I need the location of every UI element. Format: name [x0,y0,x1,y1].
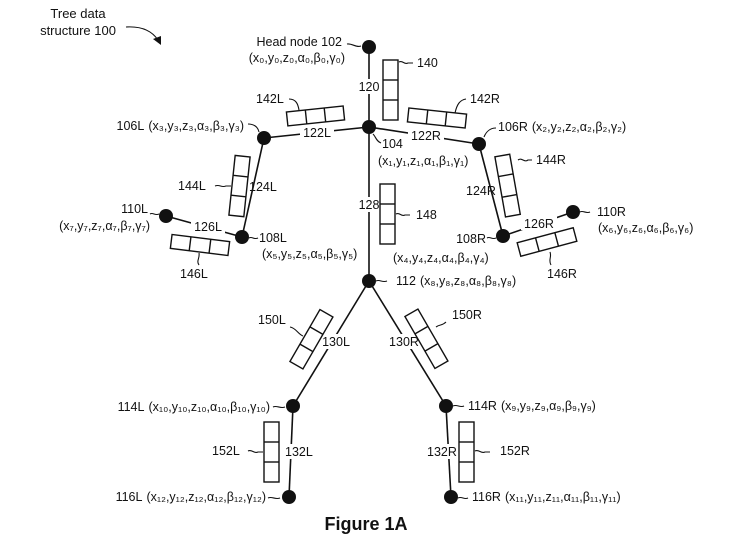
node-label-110R-coords: (x₆,y₆,z₆,α₆,β₆,γ₆) [598,221,693,235]
node-labels: Head node 102 (x₀,y₀,z₀,α₀,β₀,γ₀) 104 (x… [59,35,693,504]
data-block-label-148: 148 [416,208,437,222]
title-pointer-arrow-icon [125,26,161,45]
node-112 [362,274,376,288]
diagram-title-line1: Tree data [50,6,106,21]
node-label-110L-ref: 110L [121,202,148,216]
data-block-140: 140 [382,56,438,121]
node-label-108R-ref: 108R [456,232,486,246]
data-block-148: 148 [379,183,437,245]
edge-label-130R: 130R [389,335,419,349]
data-block-label-142R: 142R [470,92,500,106]
edge-label-130L: 130L [322,335,350,349]
data-block-label-144R: 144R [536,153,566,167]
node-116R [444,490,458,504]
node-110L [159,209,173,223]
node-label-110R-ref: 110R [597,205,626,219]
figure-caption: Figure 1A [324,514,407,534]
data-block-152L: 152L [212,421,280,483]
node-label-106R: 106R(x₂,y₂,z₂,α₂,β₂,γ₂) [498,120,626,134]
data-blocks: 140 142L 142R 144L [169,56,578,483]
data-block-142R [406,107,468,129]
data-block-label-150L: 150L [258,313,286,327]
edge-label-126R: 126R [524,217,554,231]
node-116L [282,490,296,504]
node-label-108L-ref: 108L [259,231,287,245]
edge-label-124R: 124R [466,184,496,198]
node-104 [362,120,376,134]
node-106L [257,131,271,145]
data-block-label-146L: 146L [180,267,208,281]
edge-label-122L: 122L [303,126,331,140]
node-label-116R: 116R(x₁₁,y₁₁,z₁₁,α₁₁,β₁₁,γ₁₁) [472,490,621,504]
edge-labels: 120 122L 122R 124L 124R 126L 126R 128 13… [191,79,557,459]
data-block-label-140: 140 [417,56,438,70]
edge-124R [478,143,504,237]
node-label-108R-coords: (x₄,y₄,z₄,α₄,β₄,γ₄) [393,251,489,265]
data-block-150L [288,308,334,370]
edges [165,47,574,498]
data-block-142L [285,105,346,127]
data-block-label-150R: 150R [452,308,482,322]
edge-label-126L: 126L [194,220,222,234]
node-label-114R: 114R(x₉,y₉,z₉,α₉,β₉,γ₉) [468,399,596,413]
data-block-150R [403,308,449,370]
data-block-152R: 152R [458,421,530,483]
data-block-144L [228,154,251,218]
nodes [159,40,580,504]
node-label-114L: 114L(x₁₀,y₁₀,z₁₀,α₁₀,β₁₀,γ₁₀) [118,400,270,414]
node-label-108L-coords: (x₅,y₅,z₅,α₅,β₅,γ₅) [262,247,357,261]
node-110R [566,205,580,219]
edge-label-120: 120 [359,80,380,94]
node-head-102 [362,40,376,54]
node-label-110L-coords: (x₇,y₇,z₇,α₇,β₇,γ₇) [59,219,150,233]
data-block-label-152L: 152L [212,444,240,458]
edge-label-132L: 132L [285,445,313,459]
node-label-116L: 116L(x₁₂,y₁₂,z₁₂,α₁₂,β₁₂,γ₁₂) [116,490,266,504]
node-label-104-coords: (x₁,y₁,z₁,α₁,β₁,γ₁) [378,154,468,168]
node-114L [286,399,300,413]
edge-label-128: 128 [359,198,380,212]
node-label-104-ref: 104 [382,137,403,151]
data-block-144R [494,153,522,218]
node-label-head-ref: Head node 102 [257,35,343,49]
data-block-label-152R: 152R [500,444,530,458]
edge-label-122R: 122R [411,129,441,143]
data-block-146L [169,233,231,257]
data-block-146R [516,226,578,258]
node-108R [496,229,510,243]
edge-label-132R: 132R [427,445,457,459]
edge-label-124L: 124L [249,180,277,194]
data-block-label-146R: 146R [547,267,577,281]
node-label-head-coords: (x₀,y₀,z₀,α₀,β₀,γ₀) [249,51,345,65]
node-114R [439,399,453,413]
data-block-label-144L: 144L [178,179,206,193]
data-block-label-142L: 142L [256,92,284,106]
edge-124L [241,137,265,238]
diagram-title-line2: structure 100 [40,23,116,38]
node-label-106L: 106L(x₃,y₃,z₃,α₃,β₃,γ₃) [117,119,244,133]
node-108L [235,230,249,244]
node-106R [472,137,486,151]
node-label-112: 112(x₈,y₈,z₈,α₈,β₈,γ₈) [396,274,516,288]
